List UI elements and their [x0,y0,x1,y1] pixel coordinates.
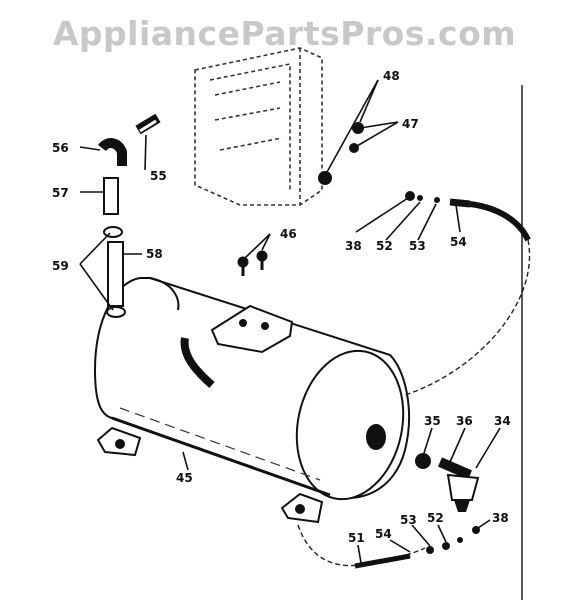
label-part-48: 48 [383,69,400,83]
label-part-45: 45 [176,471,193,485]
label-part-38-upper: 38 [345,239,362,253]
label-part-54-lower: 54 [375,527,392,541]
watermark-text: AppliancePartsPros.com [52,14,517,53]
fitting-47b [349,143,359,153]
tube-58 [107,241,124,307]
label-part-51: 51 [348,531,365,545]
label-part-58: 58 [146,247,163,261]
label-part-55: 55 [150,169,167,183]
label-part-53-lower: 53 [400,513,417,527]
label-part-52-lower: 52 [427,511,444,525]
mounting-bracket [210,304,294,354]
label-part-36: 36 [456,414,473,428]
tube-57 [103,177,119,215]
air-tank [93,277,411,501]
elbow-fitting-56 [98,138,127,166]
label-part-53-upper: 53 [409,239,426,253]
label-part-59: 59 [52,259,69,273]
label-part-35: 35 [424,414,441,428]
tank-outlet-pipe [180,337,215,388]
part-labels: 48 47 56 55 57 46 58 59 38 52 53 54 35 3… [52,69,511,545]
label-part-57: 57 [52,186,69,200]
label-part-52-upper: 52 [376,239,393,253]
tank-foot-left [96,426,142,457]
nipple-fitting-55 [135,113,161,135]
motor-housing-phantom [194,47,323,206]
label-part-47: 47 [402,117,419,131]
screws-46 [237,250,268,276]
drain-valve-assembly [415,453,480,512]
label-part-56: 56 [52,141,69,155]
leader-lines [79,79,501,564]
fitting-48 [318,171,332,185]
tank-foot-right [280,492,324,524]
upper-hose-assembly [404,191,531,396]
washer-59-bottom [106,306,126,318]
label-part-54-upper: 54 [450,235,467,249]
fitting-47 [352,122,364,134]
label-part-46: 46 [280,227,297,241]
label-part-38-lower: 38 [492,511,509,525]
lower-hose-assembly [297,524,480,569]
label-part-34: 34 [494,414,511,428]
